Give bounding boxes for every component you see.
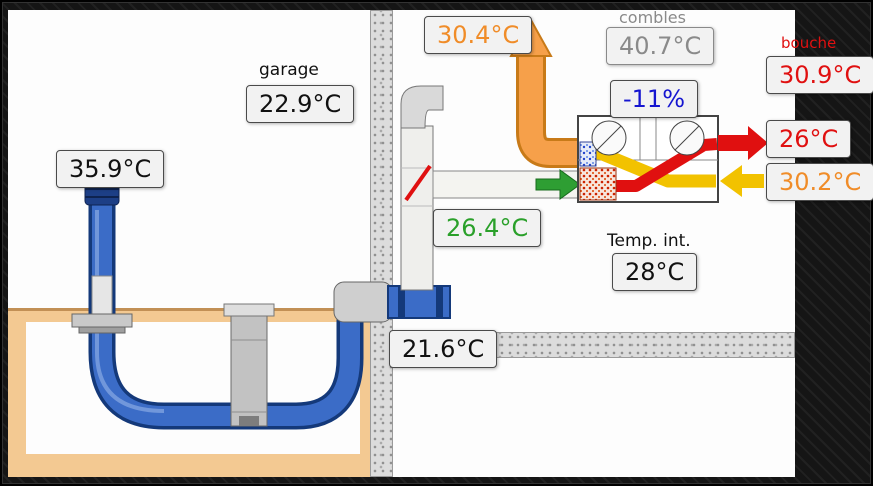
garage-wall [370,10,393,477]
wall-crossing-elbow [333,281,451,323]
supply-branch-duct [432,169,581,200]
combles-title: combles [619,8,686,27]
exhaust-temp-label: 30.4°C [424,16,533,54]
garage-title: garage [259,60,319,80]
fresh-air-arrow [535,169,581,200]
supply-air-arrow [718,126,768,160]
condensate-collector [223,303,275,427]
filter-red [579,167,617,201]
damper-valve [404,164,432,202]
post-well-temp-label: 26.4°C [433,209,542,247]
garage-temp-label: 22.9°C [246,85,355,123]
combles-temp-label: 40.7°C [606,27,715,65]
heat-exchanger-unit [577,115,719,203]
outside-temp-label: 35.9°C [56,150,165,188]
ground-cutaway [26,322,360,454]
bouche-title: bouche [781,34,837,52]
bouche-temp-label: 30.9°C [766,56,873,94]
efficiency-label: -11% [610,80,699,118]
extract-air-arrow [720,165,764,197]
riser-duct [400,85,444,291]
interior-temp-label: 28°C [612,253,698,291]
crawl-temp-label: 21.6°C [389,330,498,368]
filter-blue [579,141,597,167]
extract-temp-label: 30.2°C [766,163,873,201]
pipe-flange [71,275,133,334]
supply-temp-label: 26°C [766,120,852,158]
buried-pipe-loop [88,200,364,430]
interior-title: Temp. int. [607,231,691,251]
